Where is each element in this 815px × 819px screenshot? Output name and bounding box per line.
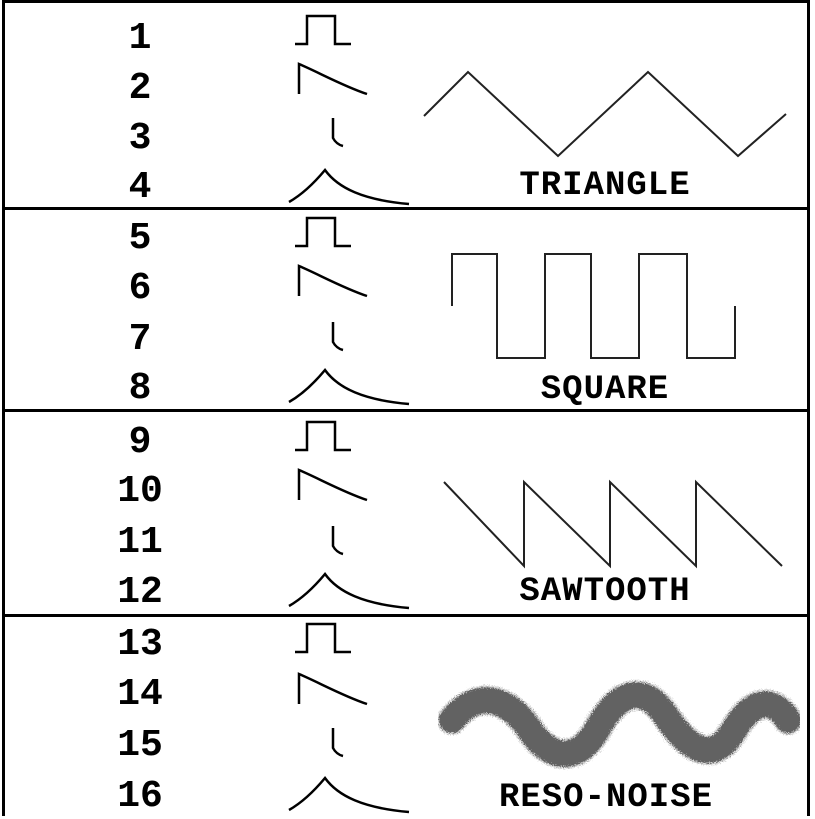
gate-envelope-icon <box>283 212 363 252</box>
gate-envelope-icon <box>283 416 363 456</box>
preset-number: 11 <box>95 524 185 562</box>
section-triangle: 1 2 3 4 TRIANGLE <box>0 0 815 202</box>
preset-number: 10 <box>95 473 185 511</box>
swell-envelope-icon <box>283 362 413 408</box>
preset-number: 6 <box>95 270 185 308</box>
preset-number: 15 <box>95 727 185 765</box>
section-reso-noise: 13 14 15 16 RESO-NOISE <box>0 612 815 814</box>
waveform-label: SQUARE <box>470 372 740 408</box>
preset-number: 3 <box>95 120 185 158</box>
preset-number: 16 <box>95 778 185 816</box>
preset-number: 2 <box>95 70 185 108</box>
section-sawtooth: 9 10 11 12 SAWTOOTH <box>0 408 815 610</box>
swell-envelope-icon <box>283 770 413 816</box>
waveform-label: RESO-NOISE <box>450 780 762 816</box>
decay-envelope-icon <box>283 464 383 504</box>
decay-envelope-icon <box>283 58 383 98</box>
pluck-envelope-icon <box>283 316 363 356</box>
swell-envelope-icon <box>283 566 413 612</box>
decay-envelope-icon <box>283 668 383 708</box>
pluck-envelope-icon <box>283 722 363 762</box>
preset-number: 7 <box>95 321 185 359</box>
waveform-label: TRIANGLE <box>470 168 740 204</box>
swell-envelope-icon <box>283 162 413 208</box>
section-square: 5 6 7 8 SQUARE <box>0 204 815 406</box>
pluck-envelope-icon <box>283 520 363 560</box>
waveform-label: SAWTOOTH <box>470 574 740 610</box>
preset-number: 14 <box>95 676 185 714</box>
preset-number: 5 <box>95 220 185 258</box>
square-wave-icon <box>445 248 745 366</box>
decay-envelope-icon <box>283 260 383 300</box>
pluck-envelope-icon <box>283 112 363 152</box>
preset-number: 9 <box>95 424 185 462</box>
sawtooth-wave-icon <box>440 476 790 570</box>
gate-envelope-icon <box>283 618 363 658</box>
triangle-wave-icon <box>420 62 790 162</box>
gate-envelope-icon <box>283 10 363 50</box>
preset-number: 12 <box>95 574 185 612</box>
preset-number: 8 <box>95 370 185 408</box>
reso-noise-wave-icon <box>438 668 800 778</box>
preset-number: 4 <box>95 169 185 207</box>
preset-number: 13 <box>95 626 185 664</box>
preset-number: 1 <box>95 20 185 58</box>
